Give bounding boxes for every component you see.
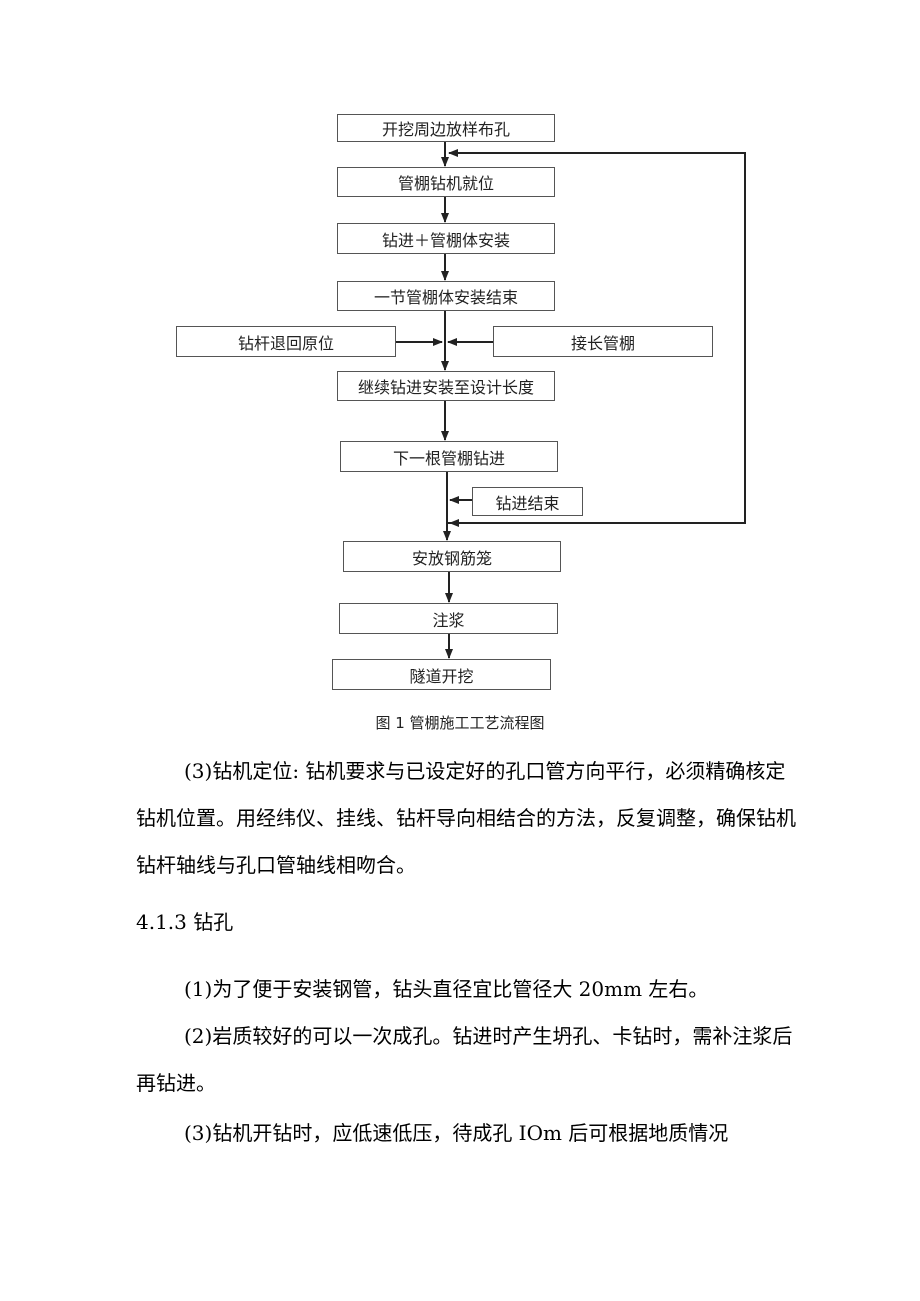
flow-step-drill-positioning: 管棚钻机就位 [337, 167, 555, 197]
paragraph-drill-positioning: (3)钻机定位: 钻机要求与已设定好的孔口管方向平行，必须精确核定钻机位置。用经… [136, 759, 796, 877]
flow-step-continue-drilling: 继续钻进安装至设计长度 [337, 371, 555, 401]
paragraph-hole-forming: (2)岩质较好的可以一次成孔。钻进时产生坍孔、卡钻时，需补注浆后再钻进。 [136, 1024, 793, 1095]
flow-step-drill-install: 钻进＋管棚体安装 [337, 223, 555, 254]
flow-box-drilling-end: 钻进结束 [472, 487, 583, 516]
flow-box-rod-return: 钻杆退回原位 [176, 326, 396, 357]
flow-step-tunnel-excavation: 隧道开挖 [332, 659, 551, 690]
figure-caption: 图 1 管棚施工工艺流程图 [375, 714, 545, 732]
paragraph-drill-start: (3)钻机开钻时，应低速低压，待成孔 IOm 后可根据地质情况 [184, 1121, 729, 1145]
section-heading: 4.1.3 钻孔 [136, 910, 234, 934]
flow-step-rebar-cage: 安放钢筋笼 [343, 541, 561, 572]
flow-step-next-pipe: 下一根管棚钻进 [340, 441, 558, 472]
paragraph-drill-bit: (1)为了便于安装钢管，钻头直径宜比管径大 20mm 左右。 [184, 977, 709, 1001]
flow-step-grouting: 注浆 [339, 603, 558, 634]
flow-step-layout-holes: 开挖周边放样布孔 [337, 114, 555, 142]
flow-box-extend-pipe: 接长管棚 [493, 326, 713, 357]
flowchart-connectors [396, 141, 746, 659]
flow-step-section-done: 一节管棚体安装结束 [337, 281, 555, 311]
